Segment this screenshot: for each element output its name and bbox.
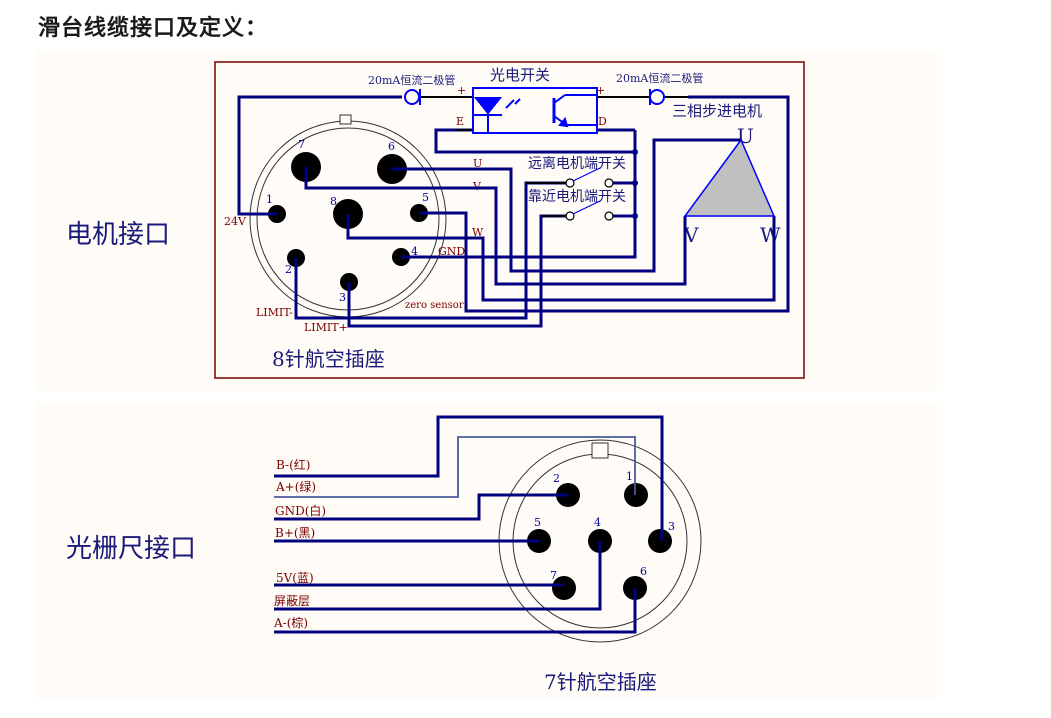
junction-dot	[632, 149, 638, 155]
diode-left-label: 20mA恒流二极管	[368, 73, 455, 87]
connector-7pin-key	[591, 442, 609, 459]
grating-pin-number-1: 1	[626, 470, 633, 483]
wire-u	[392, 138, 741, 273]
grating-wire-a-plus	[274, 436, 636, 498]
wire-v	[304, 167, 687, 286]
photo-switch-icon	[472, 87, 598, 134]
grating-wire-label-gnd: GND(白)	[275, 503, 326, 518]
motor-interface-label: 电机接口	[66, 220, 171, 250]
connector-8pin-key	[339, 114, 352, 125]
grating-pin-number-5: 5	[534, 516, 541, 529]
phase-v-label: V	[683, 223, 699, 247]
grating-wire-label-b-minus: B-(红)	[276, 457, 310, 472]
diode-right-icon	[649, 89, 665, 105]
grating-pin-3	[648, 529, 672, 553]
grating-pin-number-3: 3	[668, 520, 675, 533]
wire-zero-sensor	[419, 95, 790, 313]
pin-number-5: 5	[422, 191, 429, 204]
stepper-motor-icon	[683, 138, 776, 217]
grating-interface-label: 光栅尺接口	[66, 534, 197, 564]
grating-wire-b-minus	[274, 415, 664, 541]
pin-number-3: 3	[339, 291, 346, 304]
photo-switch-label: 光电开关	[490, 66, 550, 84]
wire-w	[346, 214, 776, 302]
grating-wire-label-shield: 屏蔽层	[274, 594, 310, 608]
grating-wire-label-b-plus: B+(黑)	[275, 526, 315, 540]
grating-pin-7	[552, 576, 576, 600]
wire-label-w: W	[472, 226, 484, 239]
grating-wire-shield	[274, 541, 602, 611]
connector-7pin-caption: 7针航空插座	[544, 670, 657, 694]
motor-diagram-frame	[214, 61, 805, 379]
pin-number-1: 1	[266, 193, 273, 206]
grating-pin-number-2: 2	[553, 472, 560, 485]
pin-number-7: 7	[298, 138, 305, 151]
connector-7pin	[498, 439, 702, 643]
pin-number-8: 8	[330, 195, 337, 208]
pin-number-4: 4	[411, 245, 418, 258]
grating-pin-1	[624, 483, 648, 507]
signal-zero-sensor: zero sensor	[405, 300, 464, 311]
pin-number-2: 2	[285, 263, 292, 276]
terminal-plus-right: +	[596, 84, 605, 97]
grating-wire-gnd	[274, 493, 568, 521]
signal-gnd: GND	[438, 245, 465, 258]
signal-limit-plus: LIMIT+	[304, 321, 348, 334]
wire-e	[434, 128, 635, 154]
diode-left-icon	[404, 89, 421, 105]
junction-dot	[632, 213, 638, 219]
grating-pin-number-7: 7	[550, 569, 557, 582]
diode-right-label: 20mA恒流二极管	[616, 71, 703, 85]
switch-near-label: 靠近电机端开关	[528, 189, 626, 205]
pin-number-6: 6	[388, 140, 395, 153]
grating-wire-label-5v: 5V(蓝)	[276, 571, 314, 585]
page-title: 滑台线缆接口及定义：	[38, 16, 269, 41]
junction-dot	[632, 180, 638, 186]
switch-far-icon	[526, 167, 614, 188]
terminal-plus-left: +	[457, 84, 466, 97]
grating-interface-panel	[37, 402, 937, 699]
connector-8pin-caption: 8针航空插座	[272, 347, 385, 371]
grating-wire-label-a-minus: A-(棕)	[273, 615, 308, 630]
switch-far-label: 远离电机端开关	[528, 155, 626, 172]
wire-24v	[237, 95, 402, 216]
stepper-motor-label: 三相步进电机	[672, 102, 762, 120]
terminal-d: D	[598, 115, 607, 128]
terminal-e: E	[456, 115, 464, 128]
grating-pin-number-4: 4	[594, 516, 601, 529]
signal-24v: 24V	[224, 215, 247, 228]
grating-wire-a-minus	[274, 588, 637, 634]
grating-pin-number-6: 6	[640, 565, 647, 578]
phase-w-label: W	[760, 223, 781, 247]
wire-gnd	[401, 130, 637, 259]
grating-wire-label-a-plus: A+(绿)	[275, 479, 316, 494]
signal-limit-minus: LIMIT-	[256, 306, 293, 319]
wire-label-u: U	[473, 157, 482, 170]
switch-near-icon	[541, 200, 614, 221]
